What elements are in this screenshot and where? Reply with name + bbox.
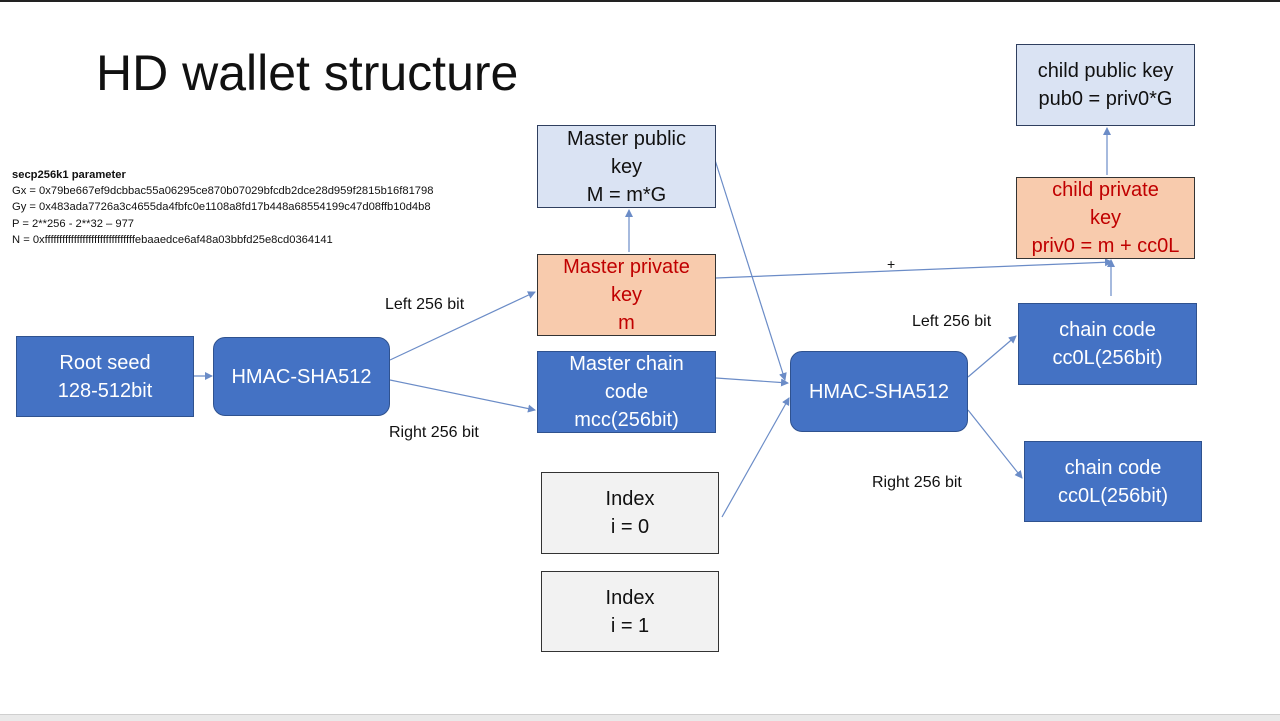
child-private-line-3: priv0 = m + cc0L xyxy=(1031,235,1180,257)
chain-code-top-box: chain code cc0L(256bit) xyxy=(1018,303,1197,385)
param-n: N = 0xfffffffffffffffffffffffffffffffeba… xyxy=(12,233,333,246)
master-private-line-2: key xyxy=(610,284,643,306)
param-gx: Gx = 0x79be667ef9dcbbac55a06295ce870b070… xyxy=(12,185,434,198)
hmac-sha512-box-2: HMAC-SHA512 xyxy=(790,351,968,432)
param-p: P = 2**256 - 2**32 – 977 xyxy=(12,217,135,230)
arrow-chain-to-hmac2 xyxy=(715,377,789,387)
master-private-key-box: Master private key m xyxy=(537,254,716,336)
arrow-hmac1-to-master-private xyxy=(389,291,536,361)
root-seed-line-2: 128-512bit xyxy=(57,379,153,402)
params-title: secp256k1 parameter xyxy=(12,169,126,181)
root-seed-line-1: Root seed xyxy=(59,351,151,374)
master-private-line-3: m xyxy=(618,312,635,334)
slide-title: HD wallet structure xyxy=(96,45,519,101)
chain-code-bottom-line-1: chain code xyxy=(1064,456,1162,479)
label-plus: + xyxy=(887,256,896,272)
param-gy: Gy = 0x483ada7726a3c4655da4fbfc0e1108a8f… xyxy=(12,201,431,214)
arrow-public-to-hmac2 xyxy=(714,159,787,381)
master-public-key-box: Master public key M = m*G xyxy=(537,125,716,208)
arrow-hmac2-to-chain-bottom xyxy=(967,409,1023,479)
hmac2-label: HMAC-SHA512 xyxy=(808,380,950,403)
master-public-line-1: Master public xyxy=(567,127,686,150)
arrow-private-to-child-private xyxy=(715,258,1113,279)
label-left-256-bit-2: Left 256 bit xyxy=(912,313,992,330)
child-public-line-1: child public key xyxy=(1037,60,1174,82)
child-private-line-1: child private xyxy=(1052,179,1159,201)
secp256k1-parameters: secp256k1 parameter Gx = 0x79be667ef9dcb… xyxy=(12,167,433,248)
master-public-line-3: M = m*G xyxy=(586,183,667,206)
index-0-box: Index i = 0 xyxy=(541,472,719,554)
index0-line-1: Index xyxy=(605,488,655,510)
bottom-border xyxy=(0,714,1280,721)
label-right-256-bit-1: Right 256 bit xyxy=(389,424,479,441)
root-seed-box: Root seed 128-512bit xyxy=(16,336,194,417)
chain-code-bottom-line-2: cc0L(256bit) xyxy=(1057,484,1169,507)
master-private-line-1: Master private xyxy=(563,256,690,278)
arrow-hmac2-to-chain-top xyxy=(967,335,1017,378)
index1-line-2: i = 1 xyxy=(610,614,650,637)
chain-code-bottom-box: chain code cc0L(256bit) xyxy=(1024,441,1202,522)
hmac-sha512-box-1: HMAC-SHA512 xyxy=(213,337,390,416)
label-left-256-bit-1: Left 256 bit xyxy=(385,296,465,313)
top-border xyxy=(0,0,1280,2)
child-public-line-2: pub0 = priv0*G xyxy=(1038,88,1173,110)
master-chain-line-1: Master chain xyxy=(569,353,684,375)
child-private-line-2: key xyxy=(1089,207,1122,229)
hmac1-label: HMAC-SHA512 xyxy=(231,365,372,388)
arrow-index0-to-hmac2 xyxy=(721,397,790,518)
master-chain-code-box: Master chain code mcc(256bit) xyxy=(537,351,716,433)
index1-line-1: Index xyxy=(605,586,655,609)
chain-code-top-line-2: cc0L(256bit) xyxy=(1052,347,1163,369)
index0-line-2: i = 0 xyxy=(610,516,650,538)
index-1-box: Index i = 1 xyxy=(541,571,719,652)
chain-code-top-line-1: chain code xyxy=(1059,319,1156,341)
arrow-hmac1-to-master-chain xyxy=(389,379,536,413)
master-chain-line-2: code xyxy=(604,381,649,403)
master-chain-line-3: mcc(256bit) xyxy=(574,409,679,431)
child-private-key-box: child private key priv0 = m + cc0L xyxy=(1016,177,1195,259)
label-right-256-bit-2: Right 256 bit xyxy=(872,474,962,491)
child-public-key-box: child public key pub0 = priv0*G xyxy=(1016,44,1195,126)
master-public-line-2: key xyxy=(610,155,643,178)
